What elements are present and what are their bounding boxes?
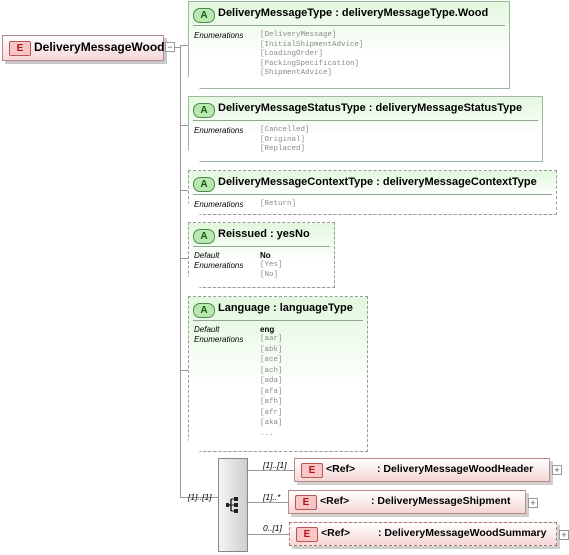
enum-value: [ada]: [260, 377, 283, 385]
attribute-card-delivery-message-context-type[interactable]: A DeliveryMessageContextType : deliveryM…: [188, 170, 557, 215]
connector-line: [180, 370, 188, 371]
enum-value: [Cancelled]: [260, 126, 310, 134]
connector-trunk: [180, 45, 181, 497]
enumerations-key: Enumerations: [194, 31, 244, 40]
default-value: No: [260, 251, 271, 260]
child-element-name: : DeliveryMessageWoodSummary: [378, 527, 547, 539]
attribute-title: DeliveryMessageType : deliveryMessageTyp…: [218, 7, 489, 19]
attribute-title: DeliveryMessageContextType : deliveryMes…: [218, 176, 537, 188]
enum-value: ...: [260, 429, 274, 438]
enumerations-key: Enumerations: [194, 200, 244, 209]
enum-value: [No]: [260, 270, 279, 279]
default-key: Default: [194, 325, 220, 334]
enum-value: [afr]: [260, 408, 283, 417]
element-badge-icon: E: [9, 41, 31, 56]
enum-value: [ace]: [260, 356, 283, 364]
attribute-card-delivery-message-status-type[interactable]: A DeliveryMessageStatusType : deliveryMe…: [188, 96, 543, 162]
root-element-name: DeliveryMessageWood: [34, 40, 165, 54]
connector-line: [175, 47, 181, 48]
plus-toggle-icon[interactable]: +: [552, 465, 562, 475]
attribute-card-reissued[interactable]: A Reissued : yesNo Default No Enumeratio…: [188, 222, 335, 288]
divider: [193, 194, 552, 195]
plus-toggle-icon[interactable]: +: [528, 498, 538, 508]
child-element-name: : DeliveryMessageShipment: [371, 495, 511, 507]
ref-label: <Ref>: [320, 495, 350, 507]
enum-value: [abk]: [260, 345, 283, 354]
connector-line: [246, 470, 294, 471]
default-value: eng: [260, 325, 275, 334]
element-badge-icon: E: [295, 495, 317, 510]
enum-value: [afh]: [260, 398, 283, 406]
enum-value: [LoadingOrder]: [260, 50, 324, 58]
element-badge-icon: E: [296, 527, 318, 542]
connector-line: [246, 502, 288, 503]
enum-value: [DeliveryMessage]: [260, 31, 337, 39]
attribute-badge-icon: A: [193, 303, 215, 318]
collapse-toggle-icon[interactable]: −: [165, 42, 175, 52]
root-element-box[interactable]: E DeliveryMessageWood: [2, 35, 165, 61]
enumerations-key: Enumerations: [194, 261, 244, 270]
connector-line: [180, 497, 218, 498]
child-element-name: : DeliveryMessageWoodHeader: [377, 463, 534, 475]
connector-line: [180, 190, 188, 191]
attribute-title: Language : languageType: [218, 302, 353, 314]
enum-value: [Original]: [260, 135, 306, 144]
child-cardinality: 0..[1]: [263, 523, 282, 533]
sequence-compositor[interactable]: [218, 458, 248, 552]
enum-value: [ShipmentAdvice]: [260, 69, 333, 77]
child-cardinality: [1]..*: [263, 492, 281, 502]
default-key: Default: [194, 251, 220, 260]
enumerations-key: Enumerations: [194, 126, 244, 135]
attribute-title: Reissued : yesNo: [218, 228, 310, 240]
connector-line: [180, 45, 188, 46]
attribute-card-delivery-message-type[interactable]: A DeliveryMessageType : deliveryMessageT…: [188, 1, 510, 89]
child-element-delivery-message-shipment[interactable]: E <Ref> : DeliveryMessageShipment: [288, 490, 526, 514]
enum-value: [aar]: [260, 335, 283, 343]
enum-value: [afa]: [260, 387, 283, 396]
attribute-badge-icon: A: [193, 177, 215, 192]
element-badge-icon: E: [301, 463, 323, 478]
divider: [193, 246, 330, 247]
sequence-cardinality: [1]..[1]: [188, 492, 212, 502]
ref-label: <Ref>: [321, 527, 351, 539]
connector-line: [246, 534, 289, 535]
enum-value: [PackingSpecification]: [260, 59, 360, 68]
enum-value: [InitialShipmentAdvice]: [260, 40, 364, 49]
child-element-delivery-message-wood-summary[interactable]: E <Ref> : DeliveryMessageWoodSummary: [289, 522, 557, 546]
attribute-badge-icon: A: [193, 229, 215, 244]
sequence-compositor-icon: [226, 497, 238, 513]
attribute-badge-icon: A: [193, 103, 215, 118]
divider: [193, 320, 363, 321]
attribute-title: DeliveryMessageStatusType : deliveryMess…: [218, 102, 523, 114]
divider: [193, 25, 505, 26]
connector-line: [180, 258, 188, 259]
attribute-card-language[interactable]: A Language : languageType Default eng En…: [188, 296, 368, 452]
enum-value: [Yes]: [260, 261, 283, 269]
ref-label: <Ref>: [326, 463, 356, 475]
divider: [193, 120, 538, 121]
enum-value: [Replaced]: [260, 145, 306, 153]
enumerations-key: Enumerations: [194, 335, 244, 344]
connector-line: [180, 125, 188, 126]
plus-toggle-icon[interactable]: +: [559, 530, 569, 540]
child-element-delivery-message-wood-header[interactable]: E <Ref> : DeliveryMessageWoodHeader: [294, 458, 550, 482]
enum-value: [Return]: [260, 200, 297, 208]
enum-value: [aka]: [260, 419, 283, 427]
enum-value: [ach]: [260, 366, 283, 375]
child-cardinality: [1]..[1]: [263, 460, 287, 470]
attribute-badge-icon: A: [193, 8, 215, 23]
